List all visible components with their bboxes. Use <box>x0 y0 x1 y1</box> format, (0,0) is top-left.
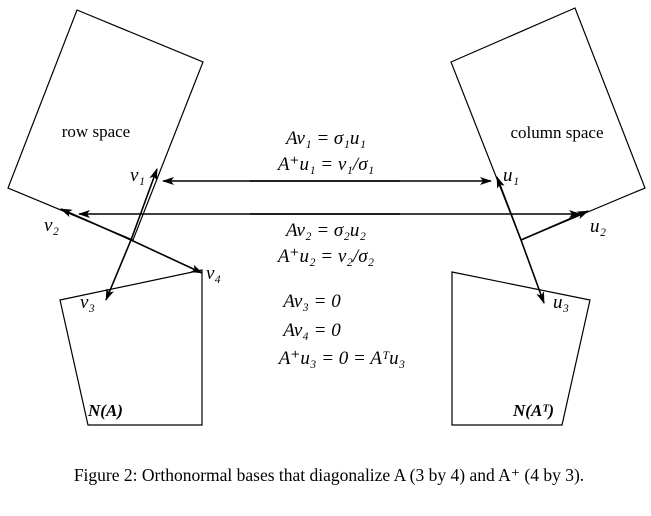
u1-arrow <box>496 176 522 241</box>
row-space-box <box>7 9 204 241</box>
u3-arrow <box>520 239 545 304</box>
equation-av4: Av₄ = 0 <box>281 320 341 341</box>
u2-arrow <box>520 210 589 241</box>
figure-caption: Figure 2: Orthonormal bases that diagona… <box>74 465 584 485</box>
null-space-A-box <box>59 269 203 426</box>
equation-apu3: A⁺u₃ = 0 = Aᵀu₃ <box>277 348 406 369</box>
v2-label: v₂ <box>44 215 59 236</box>
v1-label: v₁ <box>130 165 145 186</box>
v2-arrow <box>60 208 132 241</box>
u2-label: u₂ <box>590 216 607 237</box>
row-space-label: row space <box>62 122 130 141</box>
u1-label: u₁ <box>503 165 519 186</box>
null-space-AT-box <box>451 271 591 426</box>
v1-arrow <box>130 168 158 241</box>
equation-av2: Av₂ = σ₂u₂ <box>284 220 366 241</box>
v4-arrow <box>130 239 203 274</box>
v3-arrow <box>105 239 132 301</box>
equation-av3: Av₃ = 0 <box>281 291 341 312</box>
equation-apu1: A⁺u₁ = v₁/σ₁ <box>276 154 374 175</box>
null-space-A-label: N(A) <box>87 401 123 420</box>
equation-av1: Av₁ = σ₁u₁ <box>284 128 366 149</box>
u3-label: u₃ <box>553 292 569 313</box>
v4-label: v₄ <box>206 263 221 284</box>
null-space-AT-label: N(Aᵀ) <box>512 401 554 420</box>
v3-label: v₃ <box>80 292 95 313</box>
equation-apu2: A⁺u₂ = v₂/σ₂ <box>276 246 375 267</box>
column-space-label: column space <box>511 123 604 142</box>
